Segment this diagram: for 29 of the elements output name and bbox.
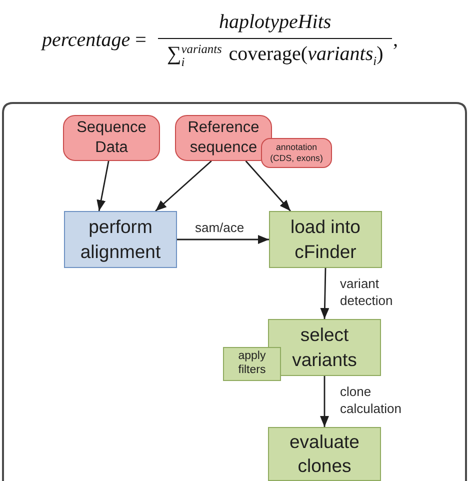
arrow bbox=[96, 160, 110, 212]
process-box bbox=[268, 319, 381, 376]
input-box bbox=[63, 115, 160, 161]
node-label: perform alignment bbox=[79, 215, 162, 264]
arrow bbox=[155, 160, 212, 212]
input-box bbox=[175, 115, 272, 161]
formula-text: haplotypeHits bbox=[219, 11, 332, 33]
edge-label: sam/ace bbox=[195, 220, 244, 237]
arrow bbox=[245, 160, 291, 212]
arrow bbox=[320, 268, 330, 320]
edge-label: variant detection bbox=[340, 276, 394, 310]
annotation-tag bbox=[261, 138, 332, 168]
arrow bbox=[320, 376, 329, 427]
process-box bbox=[268, 427, 381, 481]
formula-text: percentage = bbox=[42, 29, 146, 51]
node-label: Sequence Data bbox=[76, 118, 148, 158]
process-box bbox=[269, 211, 382, 268]
node-label: annotation (CDS, exons) bbox=[269, 142, 324, 164]
node-label: load into cFinder bbox=[290, 215, 362, 264]
filter-box bbox=[223, 347, 281, 381]
formula-text: , bbox=[393, 29, 398, 51]
node-label: apply filters bbox=[237, 350, 267, 378]
arrow bbox=[177, 235, 269, 244]
node-label: Reference sequence bbox=[186, 118, 260, 158]
edge-label: clone calculation bbox=[340, 384, 402, 418]
process-box bbox=[64, 211, 177, 268]
node-label: evaluate clones bbox=[288, 430, 360, 478]
formula-text: ∑$_{i}$$^{variants}$ coverage(variants$_{i}$) bbox=[167, 43, 384, 70]
node-label: select variants bbox=[291, 323, 358, 372]
